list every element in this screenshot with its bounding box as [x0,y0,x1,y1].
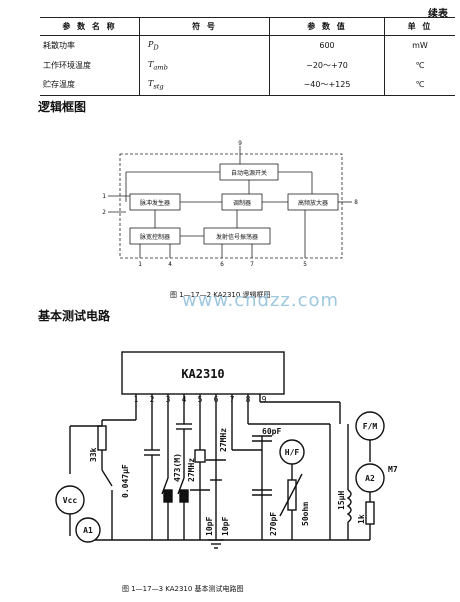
pin-label: 9 [238,140,242,147]
ic-pin: 9 [262,395,267,404]
chip-boundary [119,153,343,259]
continued-label: 续表 [428,9,448,20]
vcc-source [55,485,85,515]
ammeter-a1 [75,517,101,543]
ic-name: KA2310 [181,367,224,381]
label-m7: M7 [388,465,398,474]
label-50ohm: 50ohm [301,502,310,526]
modulator-label: 调制器 [233,199,251,207]
header-name: 参 数 名 称 [40,17,140,36]
param-symbol: Tstg [139,75,270,96]
label-fm: F/M [363,422,378,431]
pin-label: 6 [220,261,224,268]
pin-label: 2 [102,209,106,216]
param-unit: mW [384,35,455,56]
ammeter-a2 [355,463,385,493]
label-33k: 33k [89,447,98,462]
label-60pf: 60pF [262,427,281,436]
label-473m: 473(M) [173,453,182,482]
label-27mhz-a: 27MHz [187,458,196,482]
ic-pin: 4 [182,395,187,404]
logic-block-diagram: 自动电源开关 脉冲发生器 调制器 高频放大器 脉宽控制器 发射信号振荡器 9 1… [102,140,358,268]
ic-pin: 2 [150,395,155,404]
ic-pin: 1 [134,395,139,404]
table-row: 耗散功率 PD 600 mW [40,35,455,56]
param-unit: ℃ [384,75,455,96]
ic-pin: 8 [246,395,251,404]
header-unit: 单 位 [384,17,455,36]
param-symbol: Tamb [139,55,270,76]
pulse-gen-label: 脉冲发生器 [140,199,170,207]
param-symbol: PD [139,35,270,56]
label-a2: A2 [365,474,375,483]
watermark: www.cndzz.com [182,290,340,311]
label-0047uf: 0.047μF [121,464,130,498]
label-10pf-b: 10pF [221,517,230,536]
label-a1: A1 [83,526,93,535]
resistor-50ohm [287,479,297,511]
ic-pin: 3 [166,395,171,404]
label-1k: 1k [357,514,366,524]
param-name: 贮存温度 [43,80,75,90]
logic-diagram-caption: 图 1—17—2 KA2310 逻辑框图 [170,291,271,299]
rf-amp-label: 高频放大器 [298,199,328,207]
label-hf: H/F [285,448,300,457]
ic-pin: 6 [214,395,219,404]
ic-pin: 7 [230,395,235,404]
hf-meter [279,439,305,465]
logic-diagram-heading: 逻辑框图 [38,100,87,114]
auto-power-label: 自动电源开关 [231,169,267,177]
ic-body [121,351,285,395]
crystal-27mhz [194,449,206,463]
header-value: 参 数 值 [269,17,385,36]
param-value: −40～+125 [269,75,385,96]
fm-meter [355,411,385,441]
tx-osc-label: 发射信号振荡器 [216,233,258,241]
test-circuit-heading: 基本测试电路 [38,309,111,323]
pin-label: 7 [250,261,254,268]
label-27mhz-b: 27MHz [219,428,228,452]
pin-label: 5 [303,261,307,268]
parameter-table: 参 数 名 称 符 号 参 数 值 单 位 耗散功率 PD 600 mW 工作环… [40,17,455,96]
pin-label: 1 [102,193,106,200]
inductor-15uh [346,489,352,523]
test-circuit-schematic: KA2310 1 2 3 4 5 6 7 8 9 33k 0.047μF 473… [55,351,398,549]
label-15uh: 15μH [337,491,346,510]
label-vcc: Vcc [63,496,78,505]
table-row: 贮存温度 Tstg −40～+125 ℃ [40,75,455,96]
pulse-width-label: 脉宽控制器 [140,233,170,241]
header-symbol: 符 号 [139,17,270,36]
pin-label: 8 [354,199,358,206]
resistor-1k [365,501,375,525]
pin-label: 4 [168,261,172,268]
param-value: −20～+70 [269,55,385,76]
param-value: 600 [269,35,385,56]
pin-label: 1 [138,261,142,268]
resistor-33k [97,425,107,451]
label-10pf-a: 10pF [205,517,214,536]
test-circuit-caption: 图 1—17—3 KA2310 基本测试电路图 [122,585,244,593]
table-row: 工作环境温度 Tamb −20～+70 ℃ [40,55,455,76]
label-270pf: 270pF [269,512,278,536]
param-name: 工作环境温度 [43,60,91,70]
param-unit: ℃ [384,55,455,76]
param-name: 耗散功率 [43,41,75,51]
ic-pin: 5 [198,395,203,404]
